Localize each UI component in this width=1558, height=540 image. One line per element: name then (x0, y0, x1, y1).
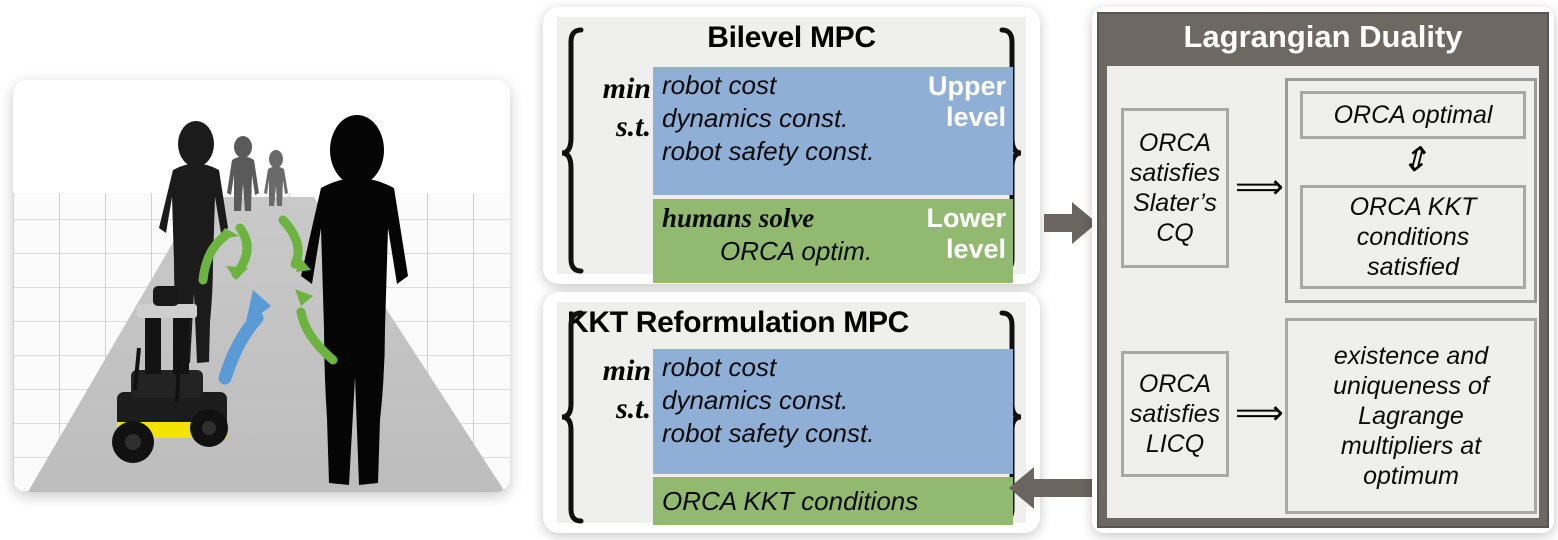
kkt-lower-band: ORCA KKT conditions (653, 477, 1013, 525)
kkt-upper-line-1: robot cost (662, 352, 777, 382)
bilevel-st-label: s.t. (615, 109, 651, 143)
bilevel-lower-lines: humans solve ORCA optim. (662, 201, 909, 268)
bilevel-mpc-title: Bilevel MPC (707, 21, 876, 54)
lagrange-multipliers-box: existence and uniqueness of Lagrange mul… (1285, 318, 1537, 514)
orca-optimal-box: ORCA optimal (1300, 91, 1526, 139)
bilevel-lower-level-band: humans solve ORCA optim. Lower level (653, 199, 1013, 283)
scene-horizon (13, 80, 510, 193)
kkt-mpc-title: KKT Reformulation MPC (567, 306, 910, 339)
scene-overlay (112, 115, 408, 485)
robot-intent-arrow (218, 290, 271, 385)
bilevel-upper-level-line2: level (945, 102, 1006, 133)
kkt-upper-line-3: robot safety const. (662, 418, 875, 449)
human-silhouette-far-medium (227, 136, 259, 211)
bilevel-mpc-inner: Bilevel MPC min s.t. robot cost dynamics… (557, 17, 1026, 283)
simulation-scene-panel (13, 80, 510, 492)
bilevel-left-brace (559, 27, 585, 275)
orca-kkt-conditions-satisfied-box: ORCA KKT conditions satisfied (1300, 185, 1526, 289)
lagrangian-duality-frame: Lagrangian Duality ORCA satisfies Slater… (1097, 12, 1549, 528)
slater-implies-icon: ⟹ (1235, 168, 1284, 206)
bilevel-upper-lines: robot cost dynamics const. robot safety … (662, 69, 909, 168)
bilevel-min-label: min (602, 72, 651, 105)
human-intent-arrowheads (216, 228, 313, 306)
mobile-robot (112, 286, 228, 463)
bilevel-lower-line-2: ORCA optim. (720, 236, 873, 267)
kkt-mpc-card: KKT Reformulation MPC min s.t. robot cos… (543, 292, 1040, 533)
bilevel-lower-level-line1: Lower (926, 203, 1006, 233)
bilevel-mpc-card: Bilevel MPC min s.t. robot cost dynamics… (543, 7, 1040, 284)
orca-slater-cq-box: ORCA satisfies Slater’s CQ (1121, 108, 1229, 268)
orca-optimality-equivalence-box: ORCA optimal ⇕ ORCA KKT conditions satis… (1285, 78, 1537, 303)
human-silhouette-right (301, 115, 408, 485)
kkt-upper-lines: robot cost dynamics const. robot safety … (662, 351, 1004, 450)
lagrangian-duality-body: ORCA satisfies Slater’s CQ ⟹ ORCA optima… (1107, 66, 1539, 518)
bilevel-min-st-label: min s.t. (579, 70, 651, 146)
kkt-lower-lines: ORCA KKT conditions (662, 485, 1004, 518)
kkt-mpc-inner: KKT Reformulation MPC min s.t. robot cos… (557, 302, 1026, 525)
kkt-min-label: min (602, 354, 651, 387)
lagrangian-duality-card: Lagrangian Duality ORCA satisfies Slater… (1092, 7, 1554, 533)
bilevel-upper-level-line1: Upper (927, 71, 1006, 101)
kkt-left-brace (559, 310, 585, 524)
kkt-lower-line: ORCA KKT conditions (662, 486, 919, 516)
simulation-scene-image (13, 80, 510, 492)
bilevel-lower-level-line2: level (945, 234, 1006, 265)
bilevel-upper-level-label: Upper level (928, 71, 1006, 133)
equivalence-double-arrow-icon: ⇕ (1400, 141, 1429, 179)
kkt-upper-band: robot cost dynamics const. robot safety … (653, 349, 1013, 474)
orca-licq-box: ORCA satisfies LICQ (1121, 351, 1229, 477)
kkt-st-label: s.t. (615, 391, 651, 425)
bilevel-upper-line-3: robot safety const. (662, 136, 875, 167)
bilevel-lower-line-1: humans solve (662, 203, 815, 233)
bilevel-upper-line-2: dynamics const. (662, 103, 849, 134)
kkt-upper-line-2: dynamics const. (662, 385, 849, 416)
human-silhouette-far-small (264, 150, 288, 206)
bilevel-lower-level-label: Lower level (926, 203, 1006, 265)
bilevel-upper-line-1: robot cost (662, 70, 777, 100)
bilevel-to-lagrangian-arrow (1044, 202, 1097, 244)
bilevel-upper-level-band: robot cost dynamics const. robot safety … (653, 67, 1013, 195)
licq-implies-icon: ⟹ (1235, 394, 1284, 432)
kkt-min-st-label: min s.t. (579, 352, 651, 428)
lagrangian-duality-title: Lagrangian Duality (1183, 19, 1463, 54)
lagrangian-to-kkt-arrow (1009, 467, 1098, 509)
